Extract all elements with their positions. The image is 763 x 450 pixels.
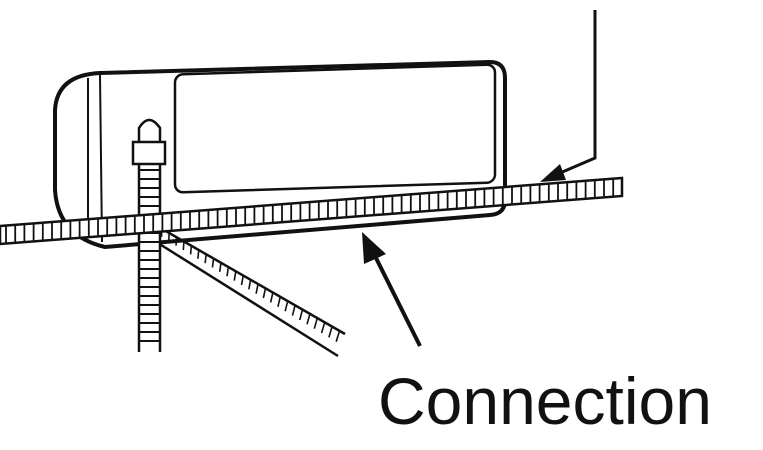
pipe-rib	[248, 279, 252, 290]
pipe-rib	[211, 258, 215, 268]
unit-side-edge-inner	[99, 74, 103, 243]
pipe-rib	[182, 241, 185, 251]
pipe-rib	[313, 317, 319, 329]
pipe-rib	[262, 288, 267, 299]
pipe-rib	[197, 249, 200, 259]
pipe-rib	[218, 262, 222, 272]
pipe-rib	[298, 309, 304, 321]
pipe-rib	[233, 271, 237, 281]
upper-arrow	[540, 10, 597, 182]
pipe-rib	[320, 322, 326, 334]
pipe-rib	[255, 283, 259, 294]
horizontal-pipe	[0, 176, 624, 246]
pipe-rib	[277, 296, 282, 308]
pipe-rib	[306, 313, 311, 325]
connection-arrow	[362, 232, 422, 347]
pipe-rib	[189, 245, 193, 255]
connection-label: Connection	[378, 364, 712, 438]
diagonal-pipe	[149, 220, 346, 358]
pipe-rib	[291, 305, 296, 316]
pipe-rib	[284, 300, 289, 312]
pipe-rib	[226, 266, 230, 277]
pipe-rib	[335, 330, 341, 343]
vertical-pipe	[131, 118, 167, 352]
pipe-clamp	[131, 140, 167, 166]
pipe-rib	[328, 326, 333, 338]
pipe-rib	[240, 275, 244, 286]
pipe-rib	[269, 292, 274, 303]
unit-front-panel	[173, 63, 497, 194]
horizontal-pipe-ribs	[5, 179, 615, 243]
pipe-rib	[204, 254, 207, 264]
diagonal-pipe-ribs	[160, 228, 341, 343]
